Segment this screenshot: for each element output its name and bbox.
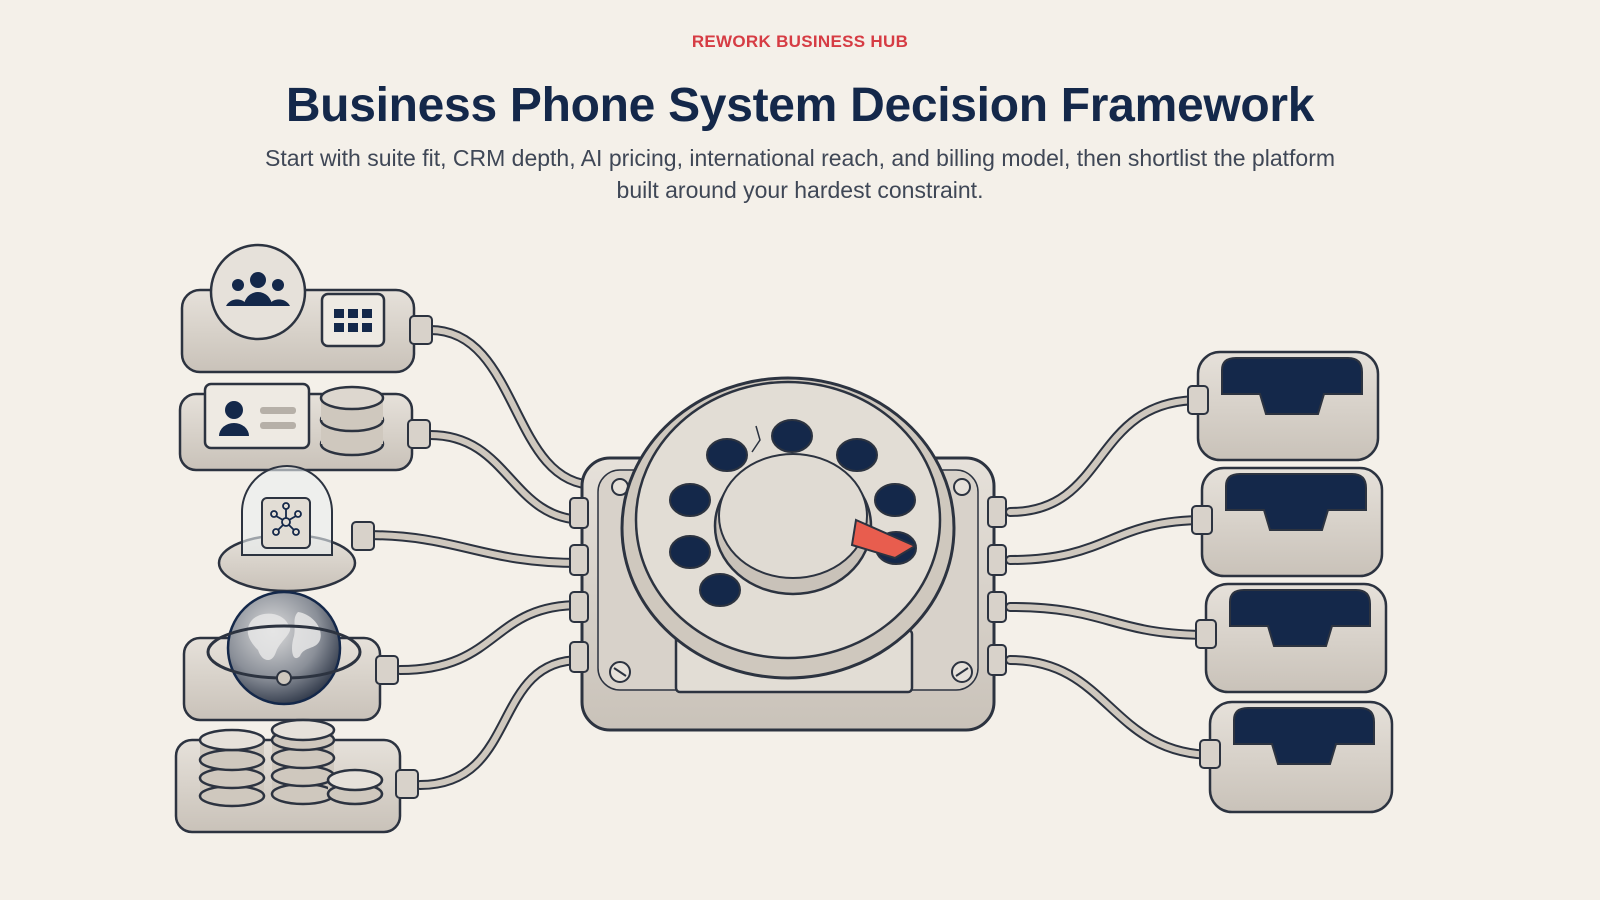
input-module-crm (178, 382, 431, 472)
tray-icon (1225, 473, 1367, 531)
dial-pointer (850, 518, 918, 560)
output-tray-2 (1191, 466, 1384, 578)
input-module-international (182, 590, 399, 722)
page-title: Business Phone System Decision Framework (285, 79, 1315, 132)
tray-icon (1229, 589, 1371, 647)
input-module-suite (180, 243, 433, 374)
contact-database-icon (203, 382, 385, 457)
globe-icon (206, 590, 362, 706)
input-module-ai (217, 465, 375, 593)
eyebrow-label: REWORK BUSINESS HUB (691, 32, 909, 51)
screw-icon (609, 478, 973, 683)
tray-icon (1221, 357, 1363, 415)
coin-stacks-icon (198, 718, 384, 808)
output-tray-4 (1199, 700, 1394, 814)
output-tray-1 (1187, 350, 1380, 462)
cables (360, 325, 1220, 790)
team-calendar-icon (209, 243, 386, 348)
ai-chip-dome-icon (241, 465, 333, 556)
page-subtitle: Start with suite fit, CRM depth, AI pric… (264, 145, 1336, 203)
input-module-billing (174, 718, 419, 834)
rotary-dial-hub (569, 376, 1007, 732)
output-tray-3 (1195, 582, 1388, 694)
rotary-dial-icon (620, 376, 956, 680)
tray-icon (1233, 707, 1375, 765)
